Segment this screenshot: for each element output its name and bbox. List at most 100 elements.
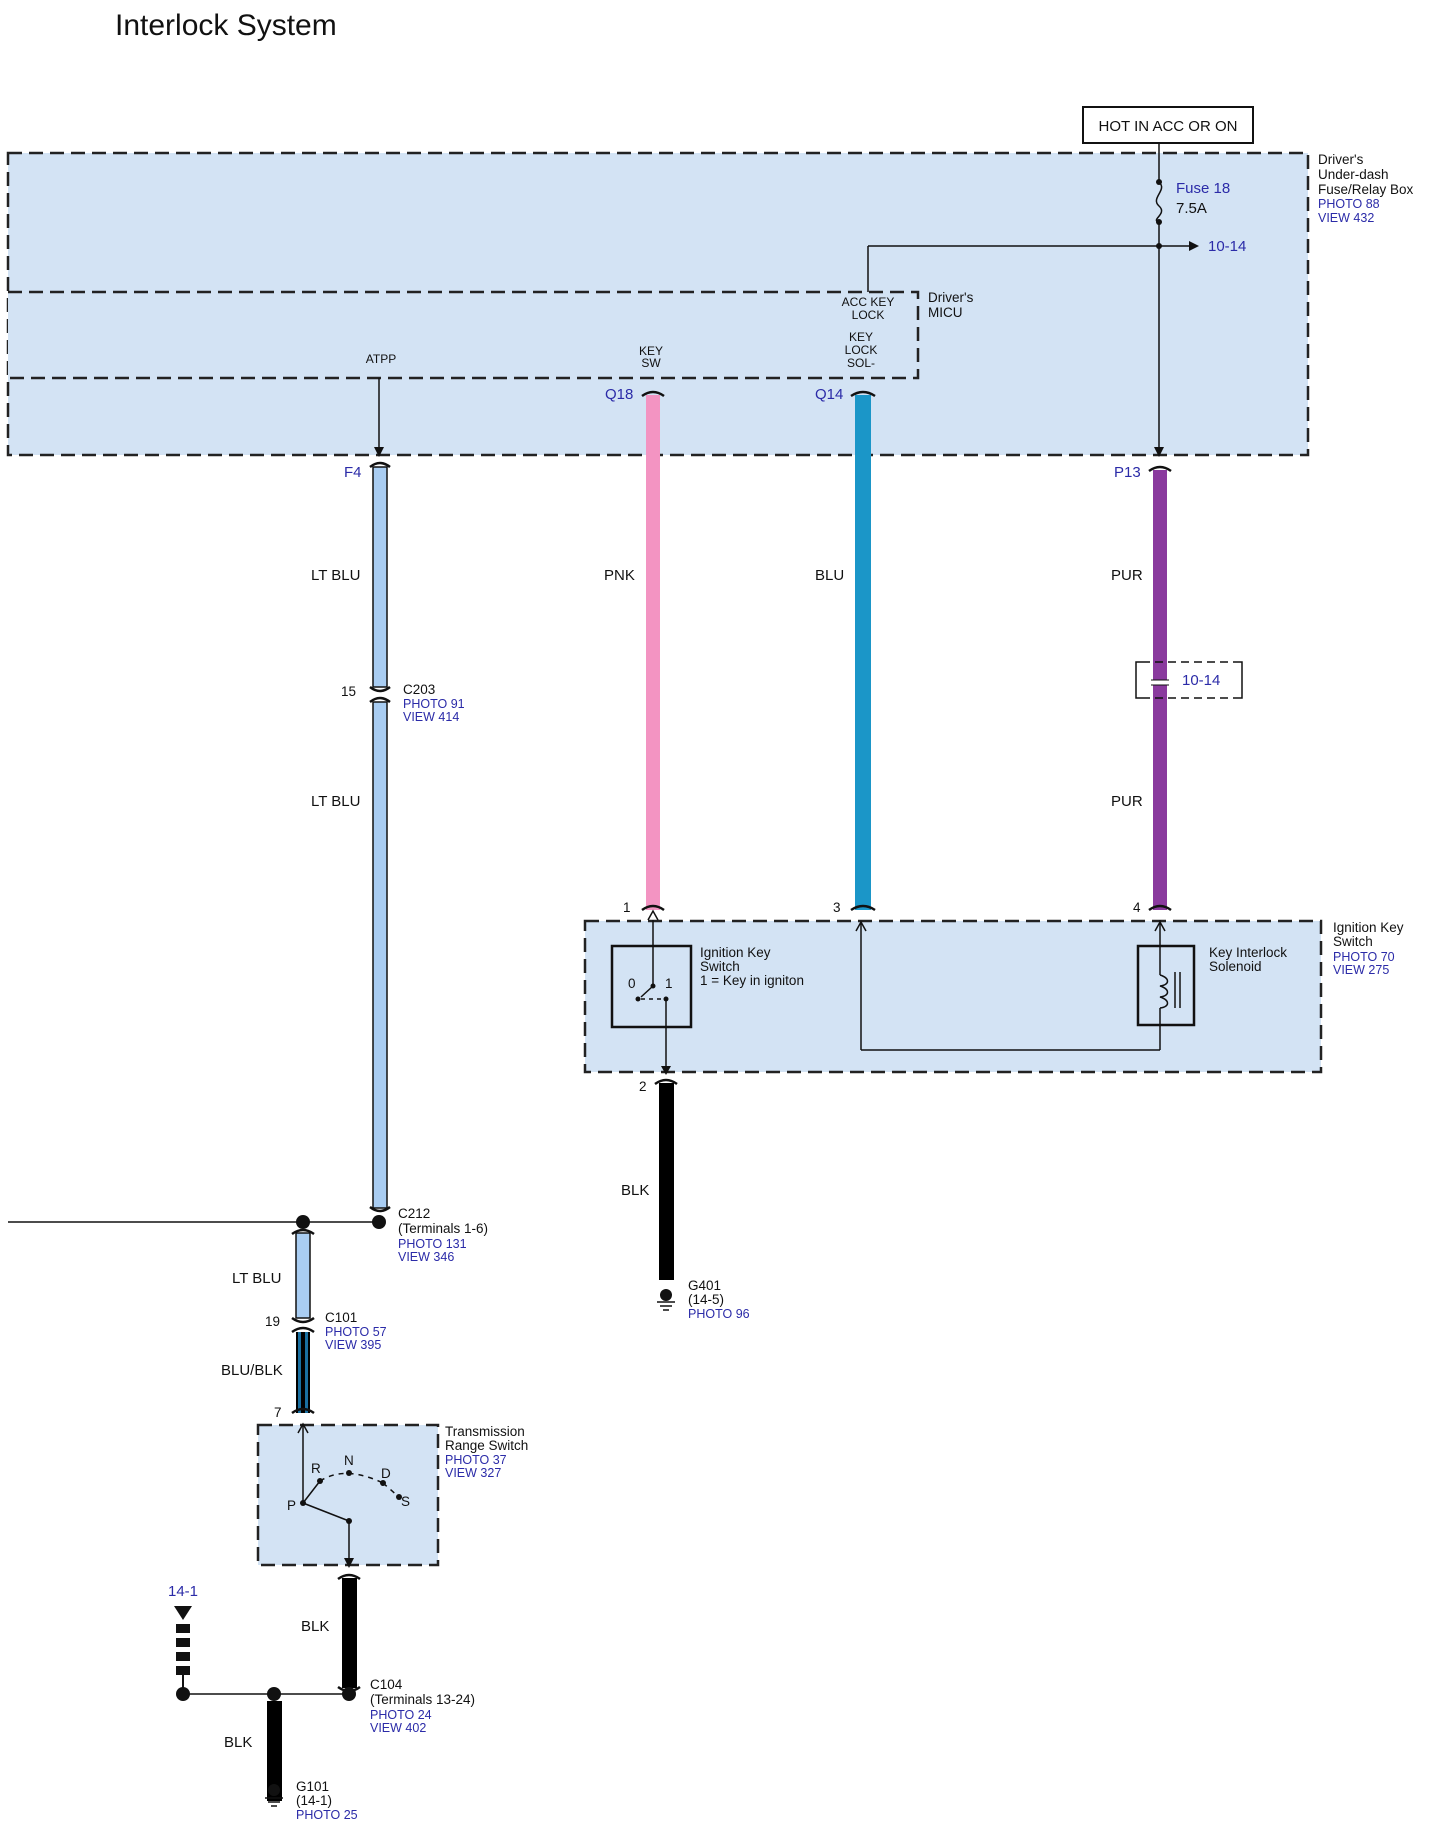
pin-key-lock-sol-1: KEY: [849, 330, 873, 344]
ignition-key-switch-box: [583, 919, 1323, 1074]
wire-lt-blu-upper: [372, 466, 388, 688]
coil-icon: [1159, 974, 1169, 1009]
wire-label-pnk: PNK: [604, 567, 635, 584]
fuse-rating: 7.5A: [1176, 200, 1207, 217]
c203-photo: PHOTO 91: [403, 697, 465, 711]
fuse-name: Fuse 18: [1176, 180, 1230, 197]
c212-photo: PHOTO 131: [398, 1237, 467, 1251]
g401-name: G401: [688, 1278, 721, 1293]
c101-view: VIEW 395: [325, 1338, 381, 1352]
c203-name: C203: [403, 682, 435, 697]
power-label: HOT IN ACC OR ON: [1099, 118, 1238, 135]
fuse-box-view: VIEW 432: [1318, 211, 1374, 225]
terminal-f4: F4: [344, 464, 362, 481]
wire-label-blu-blk: BLU/BLK: [221, 1362, 283, 1379]
power-label-box: [1082, 106, 1254, 144]
trs-name-1: Transmission: [445, 1424, 525, 1439]
fuse-box-name-3: Fuse/Relay Box: [1318, 182, 1414, 197]
diagram-title: Interlock System: [115, 9, 337, 42]
switch-pos-1: 1: [665, 976, 673, 991]
pin-key-sw-1: KEY: [639, 344, 663, 358]
ref-14-1: 14-1: [168, 1583, 198, 1600]
ignition-key-switch-view: VIEW 275: [1333, 963, 1389, 977]
wire-label-lt-blu-2: LT BLU: [311, 793, 360, 810]
terminal-q18: Q18: [605, 386, 633, 403]
iks-pin-4: 4: [1133, 900, 1141, 915]
fuse-symbol: [1155, 181, 1163, 223]
micu-name-2: MICU: [928, 305, 963, 320]
micu-name-1: Driver's: [928, 290, 974, 305]
c101-pin-top: 19: [265, 1314, 280, 1329]
c212-desc: (Terminals 1-6): [398, 1221, 488, 1236]
transmission-range-switch-box: [256, 1423, 440, 1567]
ref-arrow-down-icon: [174, 1606, 192, 1620]
iks-pin-2: 2: [639, 1079, 647, 1094]
g401-photo: PHOTO 96: [688, 1307, 750, 1321]
wire-blk-g401: [659, 1083, 674, 1280]
trs-name-2: Range Switch: [445, 1438, 528, 1453]
c212-name: C212: [398, 1206, 430, 1221]
wire-label-blk-g401: BLK: [621, 1182, 649, 1199]
trs-view: VIEW 327: [445, 1466, 501, 1480]
c212-view: VIEW 346: [398, 1250, 454, 1264]
switch-label-2: Switch: [700, 959, 740, 974]
trs-pos-s: S: [401, 1494, 410, 1509]
ground-icon: [268, 1784, 280, 1796]
trs-pos-r: R: [311, 1461, 321, 1476]
ignition-key-switch-photo: PHOTO 70: [1333, 950, 1395, 964]
wire-blu: [855, 395, 871, 910]
wire-label-lt-blu-3: LT BLU: [232, 1270, 281, 1287]
pin-key-lock-sol-3: SOL-: [847, 356, 875, 370]
wire-label-pur-1: PUR: [1111, 567, 1143, 584]
solenoid-symbol: [1136, 944, 1196, 1027]
switch-label-3: 1 = Key in igniton: [700, 973, 804, 988]
c104-name: C104: [370, 1677, 403, 1692]
key-switch-symbol: [610, 944, 693, 1029]
c203-pin: 15: [341, 684, 356, 699]
trs-pos-p: P: [287, 1498, 296, 1513]
c101-pin-bottom: 7: [274, 1405, 282, 1420]
fuse-box-name-1: Driver's: [1318, 152, 1364, 167]
ignition-key-switch-name-1: Ignition Key: [1333, 920, 1404, 935]
c203-connector: [369, 685, 391, 693]
wire-label-blk-g101: BLK: [224, 1734, 252, 1751]
wire-label-lt-blu-1: LT BLU: [311, 567, 360, 584]
c101-name: C101: [325, 1310, 357, 1325]
c104-photo: PHOTO 24: [370, 1708, 432, 1722]
wire-pnk: [646, 395, 660, 910]
g101-name: G101: [296, 1779, 329, 1794]
wire-lt-blu-c101: [295, 1232, 311, 1319]
wire-pur: [1153, 470, 1167, 910]
c203-view: VIEW 414: [403, 710, 459, 724]
micu-box: [8, 290, 920, 380]
ground-icon: [660, 1289, 672, 1301]
terminal-p13: P13: [1114, 464, 1141, 481]
iks-pin-3: 3: [833, 900, 841, 915]
fuse-box-name-2: Under-dash: [1318, 167, 1389, 182]
switch-label-1: Ignition Key: [700, 945, 771, 960]
g401-ref: (14-5): [688, 1292, 724, 1307]
wire-lt-blu-lower: [372, 701, 388, 1209]
trs-pos-d: D: [381, 1466, 391, 1481]
wire-label-pur-2: PUR: [1111, 793, 1143, 810]
pin-key-sw-2: SW: [641, 356, 661, 370]
solenoid-label-1: Key Interlock: [1209, 945, 1287, 960]
fuse-ref-out: 10-14: [1208, 238, 1246, 255]
g101-ref: (14-1): [296, 1793, 332, 1808]
pin-key-lock-sol-2: LOCK: [845, 343, 878, 357]
switch-pos-0: 0: [628, 976, 636, 991]
pin-atpp: ATPP: [366, 352, 396, 366]
c104-view: VIEW 402: [370, 1721, 426, 1735]
ignition-key-switch-name-2: Switch: [1333, 934, 1373, 949]
iks-pin-1: 1: [623, 900, 631, 915]
pur-wire-ref: 10-14: [1182, 672, 1220, 689]
trs-photo: PHOTO 37: [445, 1453, 507, 1467]
terminal-q14: Q14: [815, 386, 843, 403]
trs-pos-n: N: [344, 1453, 354, 1468]
solenoid-label-2: Solenoid: [1209, 959, 1262, 974]
ref-arrow-icon: [1189, 241, 1199, 251]
wire-label-blu: BLU: [815, 567, 844, 584]
pin-acc-key-lock-1: ACC KEY: [842, 295, 895, 309]
wire-blk-g101: [267, 1701, 282, 1801]
